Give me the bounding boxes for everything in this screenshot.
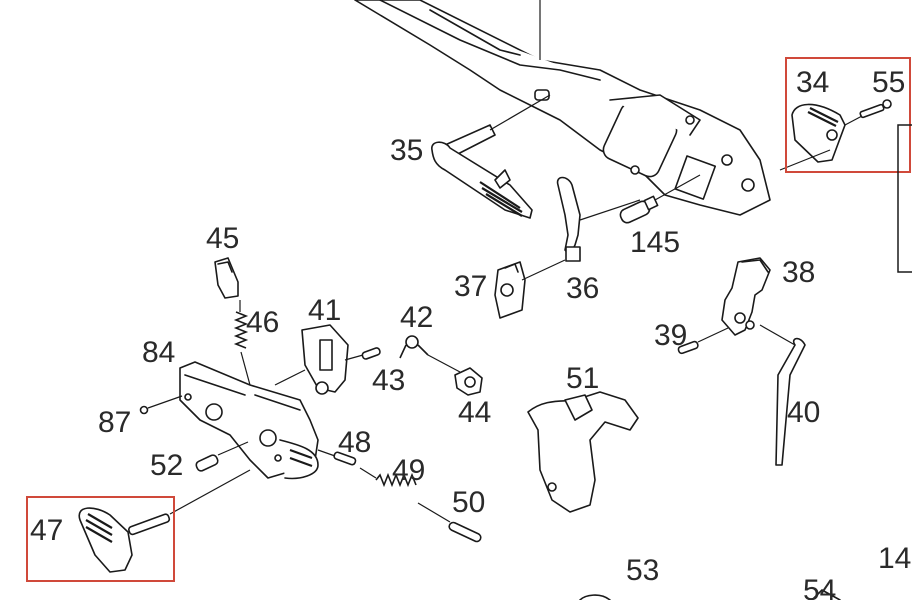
part-47-thumb-safety <box>78 469 251 573</box>
callout-47: 47 <box>30 514 63 547</box>
part-145-pin <box>619 174 701 224</box>
part-35-slide-stop <box>431 94 551 219</box>
callout-55: 55 <box>872 66 905 99</box>
callout-145: 145 <box>630 226 680 259</box>
callout-41: 41 <box>308 294 341 327</box>
callout-37: 37 <box>454 270 487 303</box>
partial-box-right <box>897 124 912 273</box>
part-46-spring <box>233 300 251 386</box>
part-45-part <box>214 257 239 299</box>
part-34-grip-safety <box>779 103 846 171</box>
part-38-hammer <box>721 257 771 336</box>
callout-39: 39 <box>654 319 687 352</box>
highlight-box-34-55 <box>785 57 911 173</box>
callout-84: 84 <box>142 336 175 369</box>
callout-52: 52 <box>150 449 183 482</box>
callout-38: 38 <box>782 256 815 289</box>
part-50-pin <box>417 502 482 543</box>
part-37-block <box>494 259 566 319</box>
part-51-grip <box>527 391 639 513</box>
callout-49: 49 <box>392 454 425 487</box>
part-36-disconnector <box>556 176 641 262</box>
part-55-screw <box>844 99 892 126</box>
callout-87: 87 <box>98 406 131 439</box>
part-49-spring <box>359 467 417 488</box>
callout-48: 48 <box>338 426 371 459</box>
part-39-pin <box>677 327 729 355</box>
callout-44: 44 <box>458 396 491 429</box>
part-52-screw <box>195 441 249 472</box>
callout-45: 45 <box>206 222 239 255</box>
callout-54: 54 <box>803 574 836 600</box>
part-87-screw <box>139 395 183 415</box>
part-48-pin <box>317 449 357 466</box>
part-40-strut <box>759 324 806 466</box>
part-41-part <box>274 324 349 395</box>
callout-51: 51 <box>566 362 599 395</box>
highlight-box-47 <box>26 496 175 582</box>
callout-34: 34 <box>796 66 829 99</box>
callout-36: 36 <box>566 272 599 305</box>
callout-14: 14 <box>878 542 911 575</box>
part-53-partial <box>579 594 611 600</box>
callout-50: 50 <box>452 486 485 519</box>
callout-labels: 34 55 35 145 37 36 38 39 40 45 46 41 42 … <box>30 66 911 600</box>
part-42-spring <box>399 335 461 373</box>
callout-35: 35 <box>390 134 423 167</box>
callout-42: 42 <box>400 301 433 334</box>
part-44-part <box>454 367 483 396</box>
callout-40: 40 <box>787 396 820 429</box>
callout-53: 53 <box>626 554 659 587</box>
part-43-pin <box>344 347 381 361</box>
part-54-partial <box>811 589 841 600</box>
part-84-housing <box>179 361 319 480</box>
callout-46: 46 <box>246 306 279 339</box>
callout-43: 43 <box>372 364 405 397</box>
